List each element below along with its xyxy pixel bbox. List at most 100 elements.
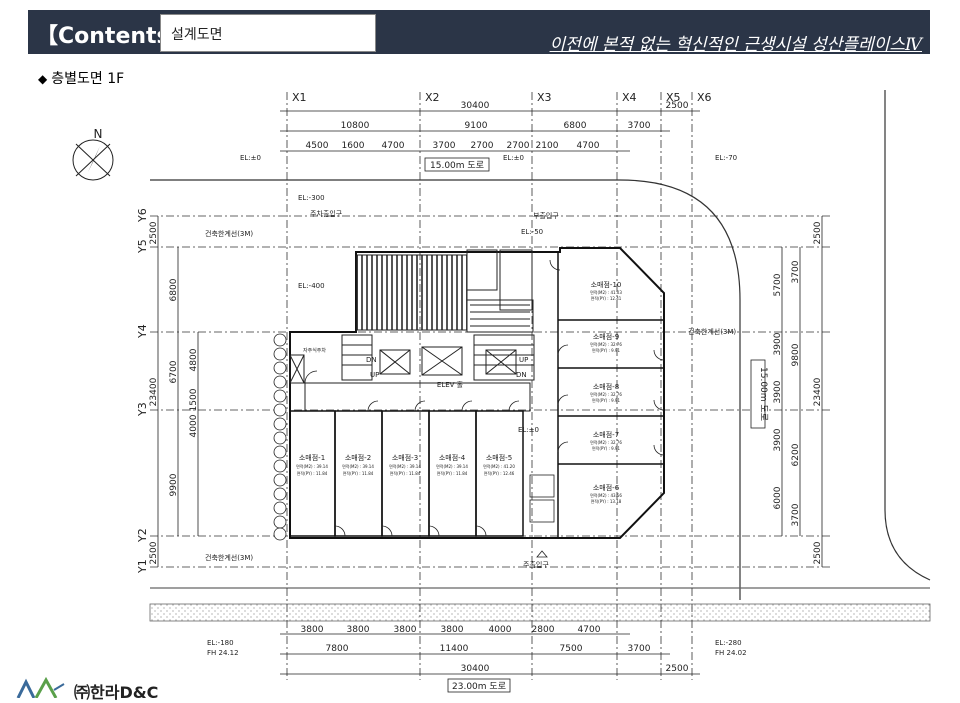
dim-bottom-small-5: 4000 xyxy=(489,625,512,635)
grid-y1-label: Y1 xyxy=(136,559,149,574)
sidewalk xyxy=(149,603,931,622)
road-right-label: 15.00m 도로 xyxy=(758,367,768,421)
dim-left-7: 4000 xyxy=(189,414,199,437)
dim-left-1: 2500 xyxy=(149,221,159,244)
dim-right-6: 3900 xyxy=(773,380,783,403)
dim-left-2: 6800 xyxy=(169,278,179,301)
door-swings xyxy=(304,259,665,537)
dim-bottom-total-right: 2500 xyxy=(666,664,689,674)
shop-row-bottom xyxy=(289,410,524,537)
road-bottom-label: 23.00m 도로 xyxy=(452,682,506,692)
dim-top-small-1: 4500 xyxy=(306,141,329,151)
shop-6-area-py: 면적(PY) : 13.18 xyxy=(591,498,622,504)
shop-7-name: 소매점-7 xyxy=(593,431,619,439)
shop-4: 소매점-4 면적(M2) : 39.14 면적(PY) : 11.84 xyxy=(436,454,468,476)
dim-top-small-7: 2100 xyxy=(536,141,559,151)
core-rooms xyxy=(289,249,535,384)
dim-top-small-3: 4700 xyxy=(382,141,405,151)
dim-top-small-6: 2700 xyxy=(507,141,530,151)
dim-right-8: 3900 xyxy=(773,428,783,451)
dim-top-small-8: 4700 xyxy=(577,141,600,151)
fh-bottom-left: FH 24.12 xyxy=(207,649,239,657)
tree-row xyxy=(273,333,287,541)
dim-bottom-small-7: 4700 xyxy=(578,625,601,635)
fh-bottom-right: FH 24.02 xyxy=(715,649,747,657)
stair-note-label: 자주식주차 xyxy=(303,347,326,354)
grid-y3-label: Y3 xyxy=(136,402,149,417)
company-name: ㈜한라D&C xyxy=(74,683,159,702)
shop-1-area-m2: 면적(M2) : 39.14 xyxy=(296,463,328,469)
dim-bottom-small-1: 3800 xyxy=(301,625,324,635)
floor-plan-title: 층별도면 1F xyxy=(51,71,125,87)
shop-labels: 소매점-1 면적(M2) : 39.14 면적(PY) : 11.84 소매점-… xyxy=(296,281,622,504)
dim-top-mid-1: 10800 xyxy=(341,121,370,131)
build-line-bottom: 건축한계선(3M) xyxy=(205,553,253,562)
el-label-1: EL:±0 xyxy=(240,154,261,162)
shop-6-name: 소매점-6 xyxy=(593,484,620,492)
shop-4-area-py: 면적(PY) : 11.84 xyxy=(437,470,468,476)
grid-y4-label: Y4 xyxy=(136,324,149,339)
shop-2-name: 소매점-2 xyxy=(345,454,371,462)
shop-8: 소매점-8 면적(M2) : 32.76 면적(PY) : 9.91 xyxy=(590,383,622,403)
shop-7-area-m2: 면적(M2) : 32.76 xyxy=(590,439,622,445)
grid-y2-label: Y2 xyxy=(136,528,149,543)
el-label-7: EL:±0 xyxy=(518,426,539,434)
parking-ramp xyxy=(356,254,468,331)
dim-bottom-total: 30400 xyxy=(461,664,490,674)
road-top-label: 15.00m 도로 xyxy=(430,161,484,171)
shop-10: 소매점-10 면적(M2) : 41.03 면적(PY) : 12.41 xyxy=(590,281,622,301)
shop-3-name: 소매점-3 xyxy=(392,454,418,462)
dim-top-total-right: 2500 xyxy=(666,101,689,111)
shop-4-area-m2: 면적(M2) : 39.14 xyxy=(436,463,468,469)
header-bar: 【Contents】 설계도면 이전에 본적 없는 혁신적인 근생시설 성산플레… xyxy=(28,10,930,55)
grid-y-labels: Y6 Y5 Y4 Y3 Y2 Y1 xyxy=(136,208,149,574)
elevation-labels: EL:±0 EL:±0 EL:-70 EL:-300 EL:-50 EL:-40… xyxy=(207,154,747,657)
dim-bottom-mid-4: 3700 xyxy=(628,644,651,654)
shop-9-area-m2: 면적(M2) : 32.76 xyxy=(590,341,622,347)
shop-5-area-m2: 면적(M2) : 41.20 xyxy=(483,463,515,469)
shop-7-area-py: 면적(PY) : 9.91 xyxy=(592,445,621,451)
road-right: 15.00m 도로 xyxy=(750,359,768,429)
dim-bottom-small-6: 2800 xyxy=(532,625,555,635)
dim-left-6: 1500 xyxy=(189,388,199,411)
top-dimensions: 30400 2500 10800 9100 6800 3700 4500 160… xyxy=(280,101,700,152)
shop-5: 소매점-5 면적(M2) : 41.20 면적(PY) : 12.46 xyxy=(483,454,515,476)
shop-8-area-m2: 면적(M2) : 32.76 xyxy=(590,391,622,397)
dim-right-4: 3900 xyxy=(773,332,783,355)
dim-right-7: 23400 xyxy=(813,377,823,406)
shop-6-area-m2: 면적(M2) : 43.56 xyxy=(590,492,622,498)
bottom-dimensions: 3800 3800 3800 3800 4000 2800 4700 7800 … xyxy=(280,625,700,675)
grid-x3-label: X3 xyxy=(537,91,552,104)
dim-top-mid-3: 6800 xyxy=(564,121,587,131)
stair-dn-label-1: DN xyxy=(366,356,377,364)
grid-x4-label: X4 xyxy=(622,91,637,104)
build-line-top: 건축한계선(3M) xyxy=(205,229,253,238)
shop-7: 소매점-7 면적(M2) : 32.76 면적(PY) : 9.91 xyxy=(590,431,622,451)
grid-x2-label: X2 xyxy=(425,91,440,104)
dim-right-9: 6200 xyxy=(791,443,801,466)
stair-dn-label-2: DN xyxy=(516,371,527,379)
grid-x6-label: X6 xyxy=(697,91,712,104)
dim-left-5: 23400 xyxy=(149,377,159,406)
shop-3: 소매점-3 면적(M2) : 39.14 면적(PY) : 11.84 xyxy=(389,454,421,476)
shop-6: 소매점-6 면적(M2) : 43.56 면적(PY) : 13.18 xyxy=(590,484,622,504)
site-boundary xyxy=(150,90,931,600)
grid-x-labels: X1 X2 X3 X4 X5 X6 xyxy=(292,91,712,104)
dim-left-3: 6700 xyxy=(169,360,179,383)
el-label-3: EL:-70 xyxy=(715,154,737,162)
company-logo-icon xyxy=(16,676,65,698)
shop-3-area-m2: 면적(M2) : 39.14 xyxy=(389,463,421,469)
el-label-6: EL:-400 xyxy=(298,282,325,290)
shop-3-area-py: 면적(PY) : 11.84 xyxy=(390,470,421,476)
parking-entrance-label: 주차출입구 xyxy=(310,209,343,218)
dim-right-12: 2500 xyxy=(813,541,823,564)
dim-left-8: 9900 xyxy=(169,473,179,496)
dim-top-small-5: 2700 xyxy=(471,141,494,151)
diamond-bullet-icon: ◆ xyxy=(38,72,48,86)
dim-right-5: 9800 xyxy=(791,343,801,366)
dim-top-mid-4: 3700 xyxy=(628,121,651,131)
shop-10-area-py: 면적(PY) : 12.41 xyxy=(591,295,622,301)
dim-bottom-mid-1: 7800 xyxy=(326,644,349,654)
main-entrance-arrow-icon xyxy=(536,550,548,558)
